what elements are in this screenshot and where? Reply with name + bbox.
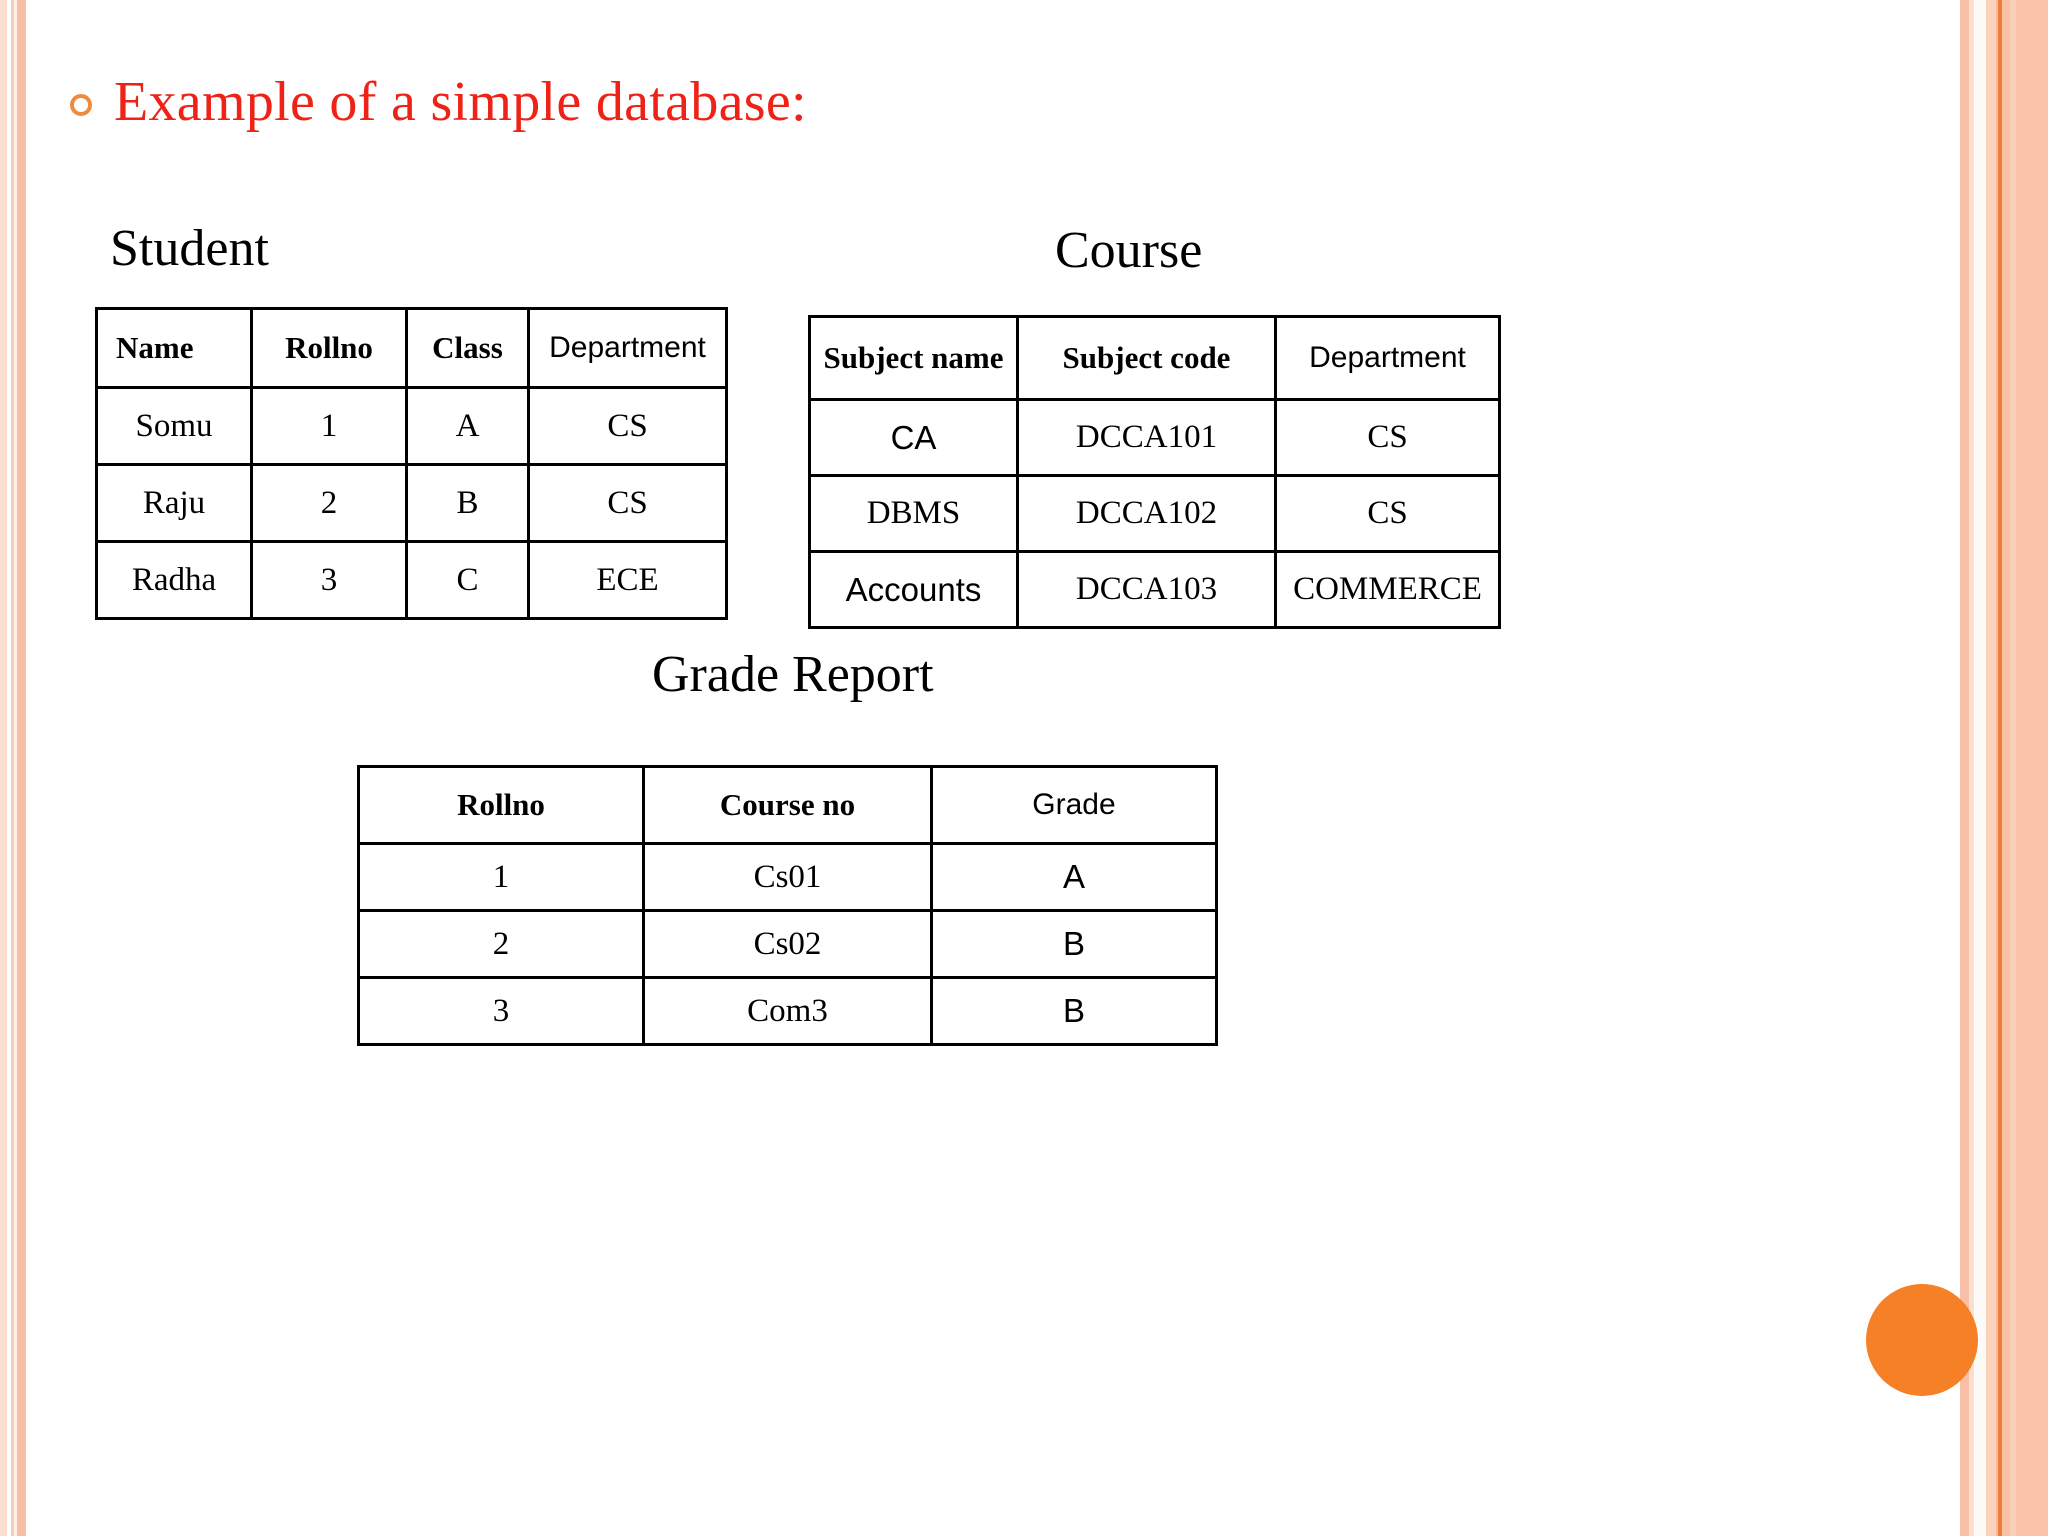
right-stripe-1 bbox=[1960, 0, 1969, 1536]
cell-subject-code: DCCA102 bbox=[1016, 474, 1277, 553]
column-header-department: Department bbox=[1274, 315, 1501, 401]
decorative-circle bbox=[1866, 1284, 1978, 1396]
cell-subject-code: DCCA103 bbox=[1016, 550, 1277, 629]
cell-rollno: 1 bbox=[250, 386, 408, 466]
right-stripe-6 bbox=[1998, 0, 2002, 1536]
cell-subject-name: Accounts bbox=[808, 550, 1019, 629]
cell-department: CS bbox=[527, 463, 728, 543]
table-row: Accounts DCCA103 COMMERCE bbox=[808, 550, 1501, 629]
right-border-decoration bbox=[1960, 0, 2048, 1536]
student-table-title: Student bbox=[110, 220, 269, 277]
grade-report-table: Rollno Course no Grade 1 Cs01 A 2 Cs02 B… bbox=[357, 765, 1218, 1046]
cell-class: A bbox=[405, 386, 530, 466]
right-stripe-8 bbox=[2010, 0, 2016, 1536]
right-stripe-4 bbox=[1986, 0, 1996, 1536]
circle-bullet-icon bbox=[70, 94, 92, 116]
cell-department: COMMERCE bbox=[1274, 550, 1501, 629]
table-header-row: Rollno Course no Grade bbox=[357, 765, 1218, 845]
table-header-row: Subject name Subject code Department bbox=[808, 315, 1501, 401]
left-stripe-1 bbox=[0, 0, 7, 1536]
cell-grade: B bbox=[930, 976, 1218, 1046]
right-stripe-7 bbox=[2002, 0, 2010, 1536]
cell-rollno: 2 bbox=[250, 463, 408, 543]
course-table-title: Course bbox=[1055, 222, 1203, 279]
cell-name: Radha bbox=[95, 540, 253, 620]
left-stripe-2 bbox=[7, 0, 11, 1536]
course-table: Subject name Subject code Department CA … bbox=[808, 315, 1501, 629]
cell-course-no: Com3 bbox=[642, 976, 933, 1046]
column-header-name: Name bbox=[95, 307, 253, 389]
cell-department: ECE bbox=[527, 540, 728, 620]
cell-course-no: Cs01 bbox=[642, 842, 933, 912]
cell-department: CS bbox=[1274, 398, 1501, 477]
left-border-decoration bbox=[0, 0, 26, 1536]
cell-rollno: 3 bbox=[357, 976, 645, 1046]
column-header-department: Department bbox=[527, 307, 728, 389]
column-header-subject-code: Subject code bbox=[1016, 315, 1277, 401]
right-stripe-9 bbox=[2016, 0, 2048, 1536]
left-stripe-3 bbox=[11, 0, 14, 1536]
page-title: Example of a simple database: bbox=[114, 71, 807, 133]
column-header-course-no: Course no bbox=[642, 765, 933, 845]
table-header-row: Name Rollno Class Department bbox=[95, 307, 728, 389]
cell-rollno: 1 bbox=[357, 842, 645, 912]
cell-department: CS bbox=[1274, 474, 1501, 553]
right-stripe-5 bbox=[1996, 0, 1998, 1536]
column-header-rollno: Rollno bbox=[250, 307, 408, 389]
slide-title-row: Example of a simple database: bbox=[70, 70, 807, 134]
cell-grade: B bbox=[930, 909, 1218, 979]
column-header-rollno: Rollno bbox=[357, 765, 645, 845]
cell-class: C bbox=[405, 540, 530, 620]
column-header-subject-name: Subject name bbox=[808, 315, 1019, 401]
cell-name: Raju bbox=[95, 463, 253, 543]
cell-course-no: Cs02 bbox=[642, 909, 933, 979]
table-row: DBMS DCCA102 CS bbox=[808, 474, 1501, 553]
cell-subject-name: CA bbox=[808, 398, 1019, 477]
cell-subject-code: DCCA101 bbox=[1016, 398, 1277, 477]
left-stripe-4 bbox=[14, 0, 17, 1536]
column-header-class: Class bbox=[405, 307, 530, 389]
right-stripe-2 bbox=[1969, 0, 1974, 1536]
table-row: Somu 1 A CS bbox=[95, 386, 728, 466]
table-row: 3 Com3 B bbox=[357, 976, 1218, 1046]
cell-class: B bbox=[405, 463, 530, 543]
cell-rollno: 3 bbox=[250, 540, 408, 620]
cell-grade: A bbox=[930, 842, 1218, 912]
left-stripe-5 bbox=[17, 0, 26, 1536]
table-row: 2 Cs02 B bbox=[357, 909, 1218, 979]
table-row: CA DCCA101 CS bbox=[808, 398, 1501, 477]
column-header-grade: Grade bbox=[930, 765, 1218, 845]
cell-rollno: 2 bbox=[357, 909, 645, 979]
student-table: Name Rollno Class Department Somu 1 A CS… bbox=[95, 307, 728, 620]
right-stripe-3 bbox=[1974, 0, 1986, 1536]
cell-subject-name: DBMS bbox=[808, 474, 1019, 553]
table-row: 1 Cs01 A bbox=[357, 842, 1218, 912]
table-row: Radha 3 C ECE bbox=[95, 540, 728, 620]
cell-name: Somu bbox=[95, 386, 253, 466]
table-row: Raju 2 B CS bbox=[95, 463, 728, 543]
cell-department: CS bbox=[527, 386, 728, 466]
grade-report-table-title: Grade Report bbox=[652, 646, 934, 703]
